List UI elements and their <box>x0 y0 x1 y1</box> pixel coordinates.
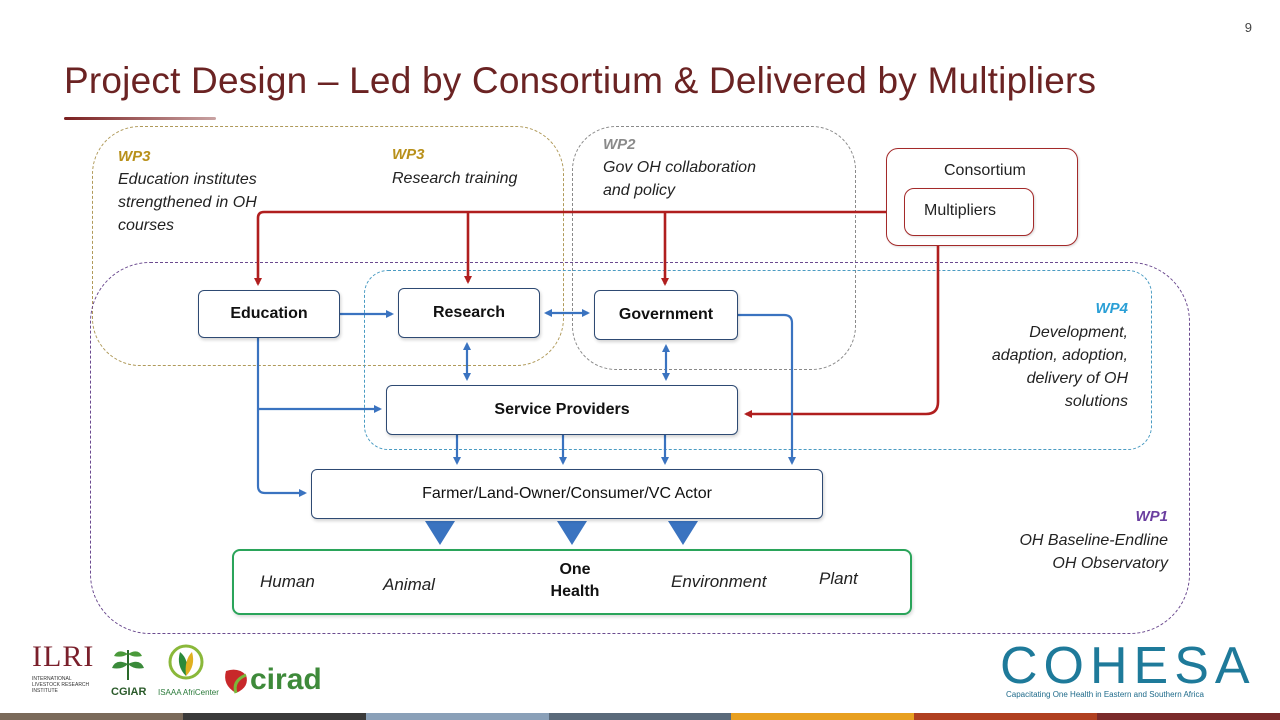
farmer-node: Farmer/Land-Owner/Consumer/VC Actor <box>311 469 823 519</box>
wp4-tag: WP4 <box>1095 300 1128 317</box>
wp4-line: Development, <box>1029 324 1128 341</box>
cohesa-logo: COHESA <box>1000 637 1256 695</box>
wp1-line: OH Observatory <box>1052 555 1168 572</box>
footer-segment <box>0 713 183 720</box>
footer-segment <box>914 713 1098 720</box>
one-health-animal: Animal <box>383 575 435 594</box>
wp1-line: OH Baseline-Endline <box>1019 532 1168 549</box>
one-health-box <box>232 549 912 615</box>
wp4-description: Development, adaption, adoption, deliver… <box>992 321 1128 413</box>
wp2-line: and policy <box>603 182 676 199</box>
wp3-right-tag: WP3 <box>392 146 425 163</box>
wp3-left-tag: WP3 <box>118 148 151 165</box>
service-providers-label: Service Providers <box>494 401 630 418</box>
cohesa-tagline: Capacitating One Health in Eastern and S… <box>1006 690 1204 699</box>
ilri-logo: ILRI <box>32 640 95 673</box>
wp3-right-line: Research training <box>392 170 518 187</box>
cirad-leaf-icon <box>225 669 247 694</box>
research-node: Research <box>398 288 540 338</box>
footer-segment <box>182 713 366 720</box>
wp4-line: delivery of OH <box>1026 370 1128 387</box>
cirad-logo: cirad <box>250 663 322 696</box>
isaaa-leaf-icon <box>168 644 204 680</box>
one-health-human: Human <box>260 572 315 591</box>
footer-segment <box>1097 713 1280 720</box>
wp2-line: Gov OH collaboration <box>603 159 756 176</box>
wp2-description: Gov OH collaboration and policy <box>603 156 756 202</box>
one-health-environment: Environment <box>671 572 767 591</box>
wp3-left-line: Education institutes <box>118 171 257 188</box>
wp1-description: OH Baseline-Endline OH Observatory <box>1019 529 1168 575</box>
isaaa-logo: ISAAA AfriCenter <box>158 688 219 697</box>
wp4-line: solutions <box>1064 393 1128 410</box>
cgiar-leaf-icon <box>112 650 144 680</box>
wp1-tag: WP1 <box>1135 508 1168 525</box>
title-underline <box>64 117 216 120</box>
one-health-center-line: Health <box>550 583 600 600</box>
one-health-center: One Health <box>530 559 620 603</box>
footer-segment <box>548 713 732 720</box>
footer-color-bar <box>0 713 1280 720</box>
education-node: Education <box>198 290 340 338</box>
one-health-plant: Plant <box>819 569 858 588</box>
government-node: Government <box>594 290 738 340</box>
page-number: 9 <box>1244 20 1252 35</box>
wp3-left-line: courses <box>118 217 175 234</box>
education-label: Education <box>230 305 308 322</box>
slide-title: Project Design – Led by Consortium & Del… <box>64 60 1097 101</box>
consortium-label: Consortium <box>944 162 1026 179</box>
government-label: Government <box>618 306 714 323</box>
wp2-tag: WP2 <box>603 136 636 153</box>
multipliers-box <box>904 188 1034 236</box>
research-label: Research <box>432 304 506 321</box>
multipliers-label: Multipliers <box>924 202 997 219</box>
cgiar-logo: CGIAR <box>111 686 147 698</box>
farmer-label: Farmer/Land-Owner/Consumer/VC Actor <box>422 485 712 502</box>
service-providers-node: Service Providers <box>386 385 738 435</box>
ilri-logo-subtitle: INTERNATIONAL LIVESTOCK RESEARCH INSTITU… <box>32 676 90 694</box>
wp3-left-line: strengthened in OH <box>118 194 257 211</box>
wp4-line: adaption, adoption, <box>991 347 1128 364</box>
wp3-left-description: Education institutes strengthened in OH … <box>118 168 257 237</box>
one-health-center-line: One <box>559 561 591 578</box>
footer-segment <box>731 713 915 720</box>
wp3-right-description: Research training <box>392 167 517 190</box>
footer-segment <box>365 713 549 720</box>
